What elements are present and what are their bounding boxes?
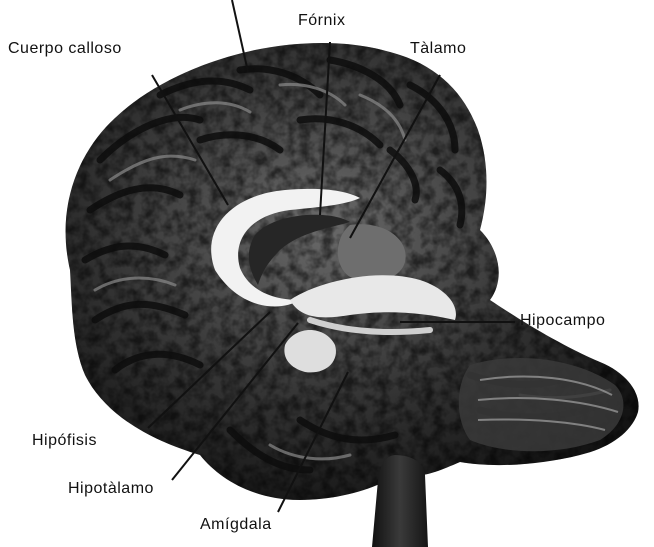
label-hipofisis: Hipófisis [32, 432, 97, 450]
label-cuerpo-calloso: Cuerpo calloso [8, 40, 122, 58]
label-hipocampo: Hipocampo [520, 312, 605, 330]
label-amigdala: Amígdala [200, 516, 272, 534]
label-talamo: Tàlamo [410, 40, 466, 58]
label-hipotalamo: Hipotàlamo [68, 480, 154, 498]
label-fornix: Fórnix [298, 12, 345, 30]
